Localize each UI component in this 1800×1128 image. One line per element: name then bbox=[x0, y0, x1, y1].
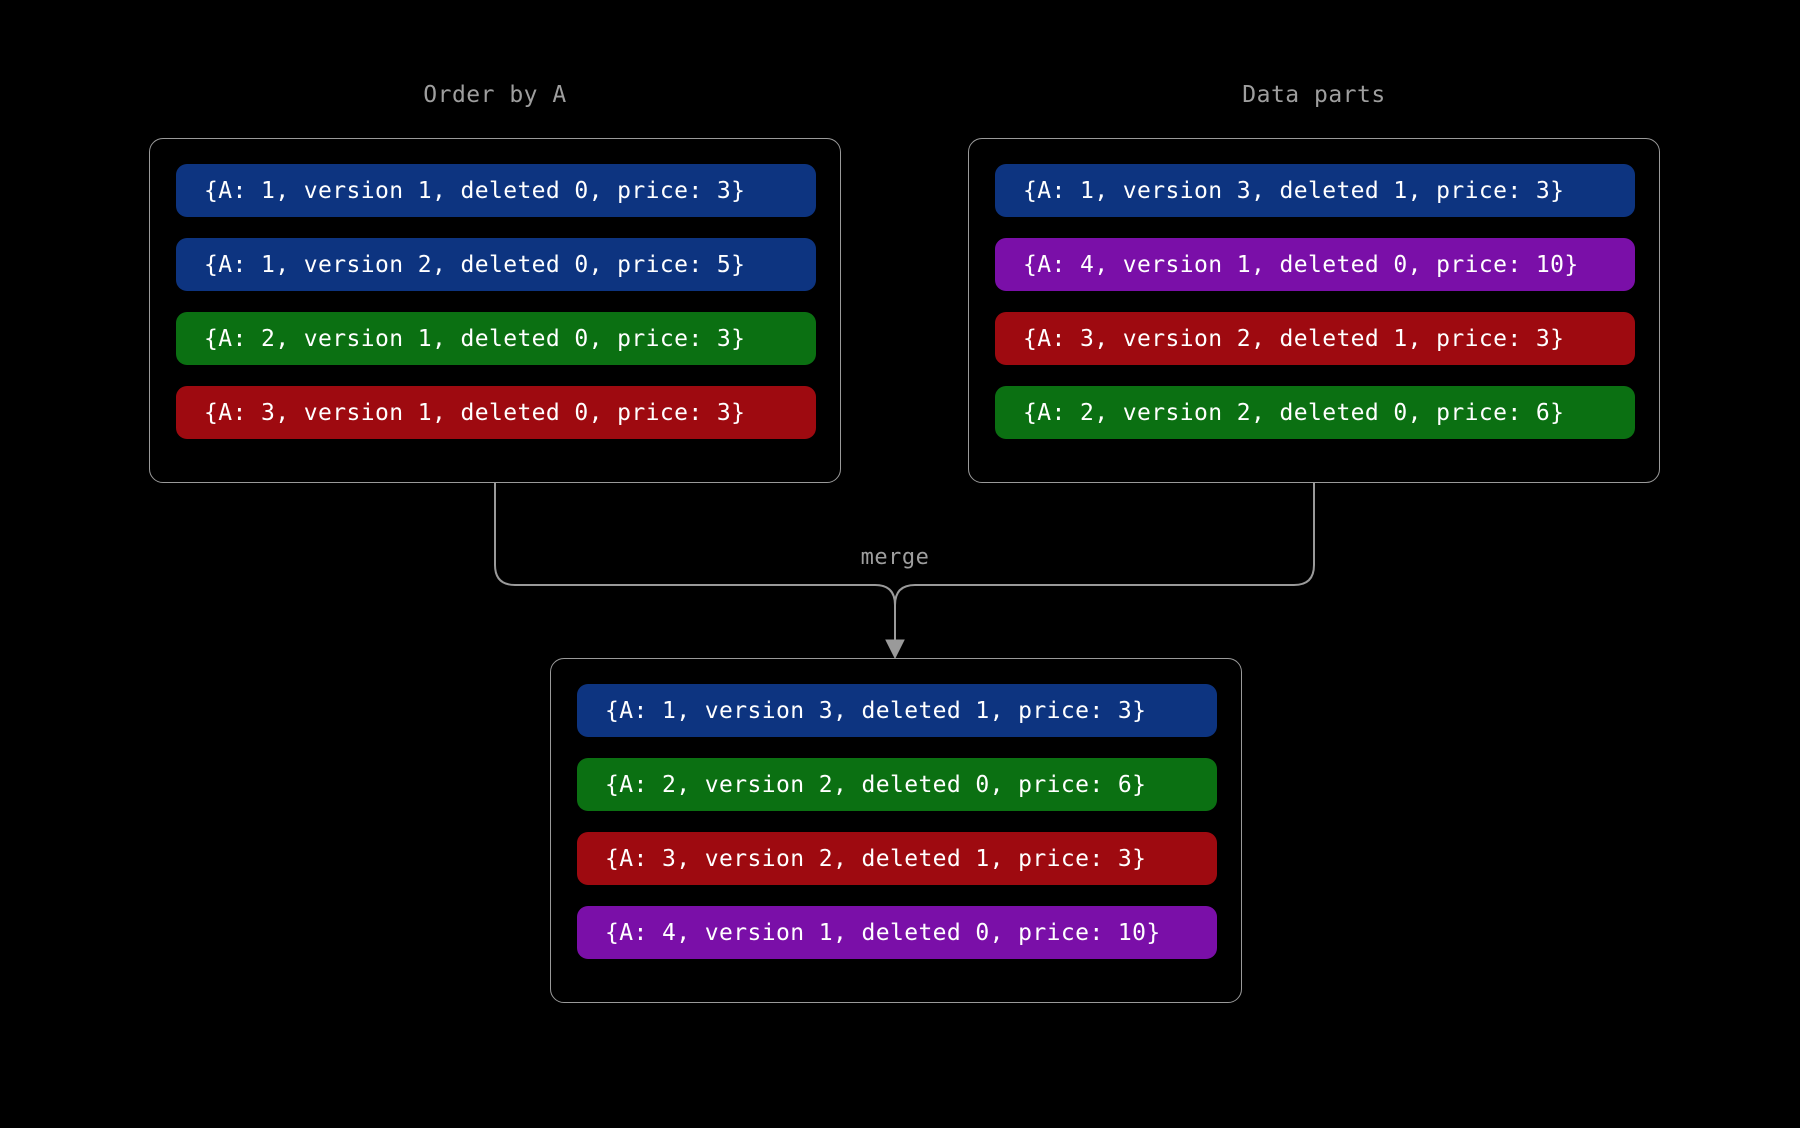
panel-data-parts: {A: 1, version 3, deleted 1, price: 3} {… bbox=[968, 138, 1660, 483]
record-row: {A: 3, version 1, deleted 0, price: 3} bbox=[176, 386, 816, 439]
record-row: {A: 2, version 1, deleted 0, price: 3} bbox=[176, 312, 816, 365]
record-row: {A: 2, version 2, deleted 0, price: 6} bbox=[995, 386, 1635, 439]
merge-label: merge bbox=[860, 545, 930, 570]
panel-merged-result: {A: 1, version 3, deleted 1, price: 3} {… bbox=[550, 658, 1242, 1003]
record-row: {A: 4, version 1, deleted 0, price: 10} bbox=[577, 906, 1217, 959]
panel-order-by-a: {A: 1, version 1, deleted 0, price: 3} {… bbox=[149, 138, 841, 483]
connector-left-path bbox=[494, 483, 896, 640]
record-row: {A: 3, version 2, deleted 1, price: 3} bbox=[577, 832, 1217, 885]
record-row: {A: 1, version 3, deleted 1, price: 3} bbox=[577, 684, 1217, 737]
connector-right-path bbox=[894, 483, 1315, 640]
record-row: {A: 3, version 2, deleted 1, price: 3} bbox=[995, 312, 1635, 365]
record-row: {A: 4, version 1, deleted 0, price: 10} bbox=[995, 238, 1635, 291]
record-row: {A: 1, version 2, deleted 0, price: 5} bbox=[176, 238, 816, 291]
record-row: {A: 2, version 2, deleted 0, price: 6} bbox=[577, 758, 1217, 811]
arrow-head-icon bbox=[885, 639, 905, 660]
record-row: {A: 1, version 1, deleted 0, price: 3} bbox=[176, 164, 816, 217]
panel-title-data-parts: Data parts bbox=[1242, 82, 1386, 108]
record-row: {A: 1, version 3, deleted 1, price: 3} bbox=[995, 164, 1635, 217]
panel-title-order-by-a: Order by A bbox=[423, 82, 567, 108]
